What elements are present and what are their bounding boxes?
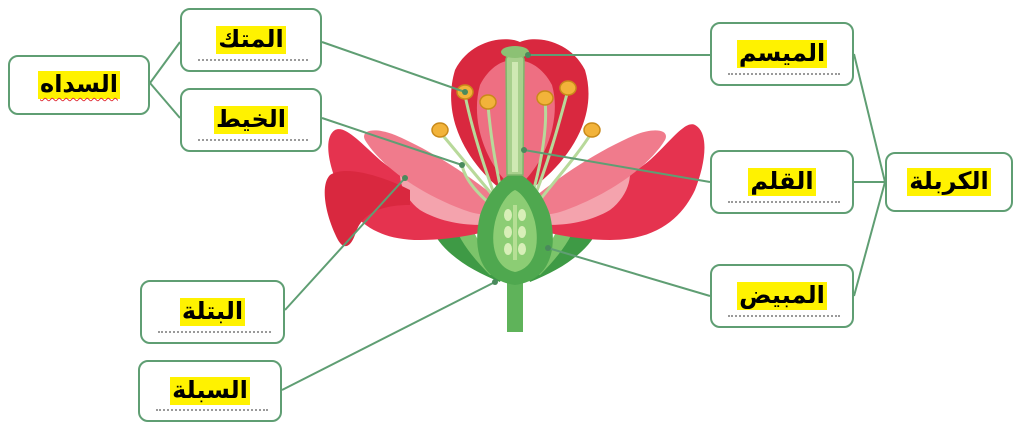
sepal-label-box: السبلة [138, 360, 282, 422]
ovary-dotted-line [728, 315, 840, 317]
filament-dotted-line [198, 139, 308, 141]
stigma-dotted-line [728, 73, 840, 75]
anther-label-box: المتك [180, 8, 322, 72]
stigma-tip [501, 46, 529, 58]
anther-label: المتك [216, 26, 285, 54]
ovules [504, 205, 526, 260]
pistil-label-box: الكربلة [885, 152, 1013, 212]
ovary-label-box: المبيض [710, 264, 854, 328]
ovary-label: المبيض [737, 282, 827, 310]
stigma-label-box: الميسم [710, 22, 854, 86]
petal-dotted-line [158, 331, 271, 333]
pistil-label: الكربلة [907, 168, 991, 196]
stamens-label: السداه [38, 71, 120, 99]
stigma-label: الميسم [737, 40, 827, 68]
filament-label-box: الخيط [180, 88, 322, 152]
stamens-label-box: السداه [8, 55, 150, 115]
style-label: القلم [748, 168, 815, 196]
anther-dotted-line [198, 59, 308, 61]
sepal-dotted-line [156, 409, 268, 411]
filament-label: الخيط [214, 106, 288, 134]
style-core [512, 62, 518, 172]
style-dotted-line [728, 201, 840, 203]
sepal-label: السبلة [170, 377, 250, 405]
petal-label-box: البتلة [140, 280, 285, 344]
style-label-box: القلم [710, 150, 854, 214]
petal-label: البتلة [180, 298, 245, 326]
